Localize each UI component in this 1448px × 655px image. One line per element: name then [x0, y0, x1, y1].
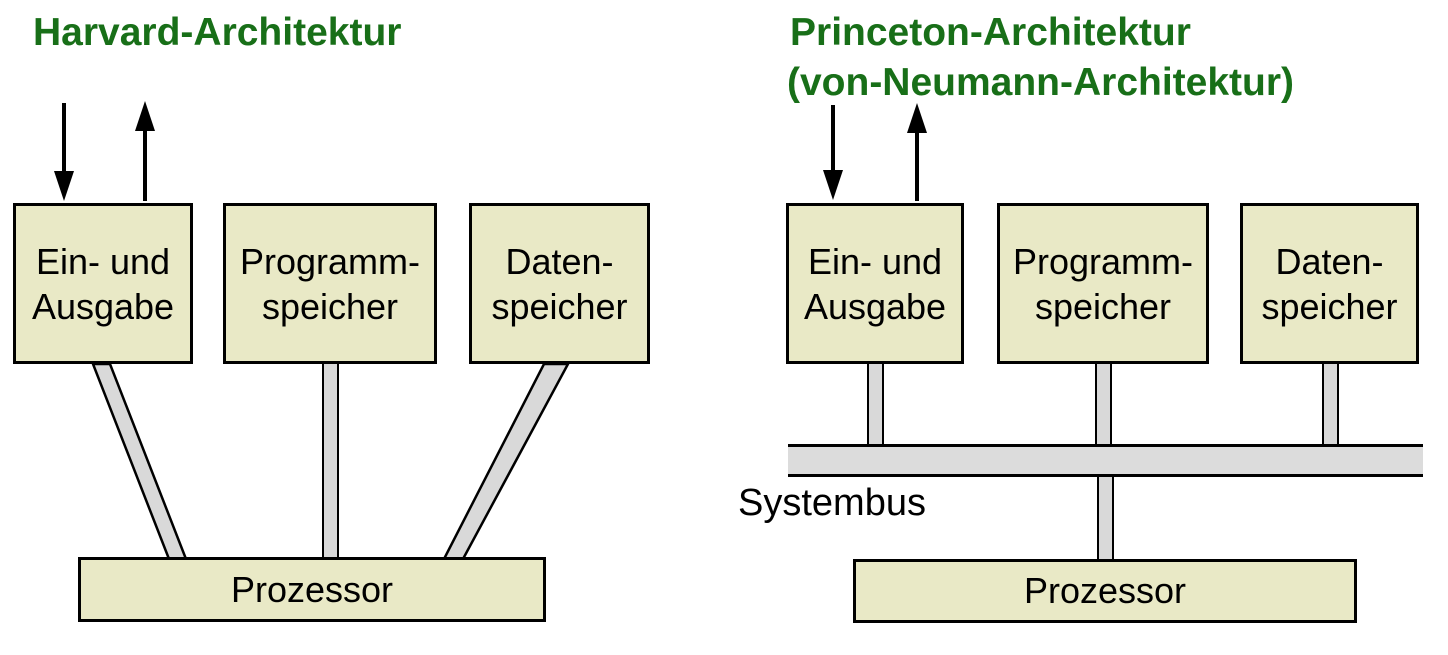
harvard-title: Harvard-Architektur [33, 11, 402, 54]
data-memory-box-harvard: Daten- speicher [469, 203, 650, 364]
princeton-bus-processor-connector [1097, 474, 1114, 562]
systembus-label: Systembus [738, 482, 926, 524]
processor-box-princeton: Prozessor [853, 559, 1357, 623]
harvard-io-processor-connector [91, 362, 188, 561]
harvard-datamem-processor-connector [441, 362, 571, 561]
princeton-title-line1: Princeton-Architektur [790, 11, 1191, 54]
io-box-harvard: Ein- und Ausgabe [13, 203, 193, 364]
princeton-datamem-bus-connector [1322, 362, 1339, 447]
harvard-progmem-processor-connector [322, 362, 339, 560]
output-arrow-icon-right [907, 103, 927, 201]
data-memory-box-princeton: Daten- speicher [1240, 203, 1419, 364]
io-box-princeton: Ein- und Ausgabe [786, 203, 964, 364]
program-memory-box-princeton: Programm- speicher [997, 203, 1209, 364]
processor-box-harvard: Prozessor [78, 557, 546, 622]
systembus-bar [788, 444, 1423, 477]
input-arrow-icon-right [823, 105, 843, 200]
output-arrow-icon-left [135, 101, 155, 201]
princeton-title-line2: (von-Neumann-Architektur) [787, 61, 1295, 104]
input-arrow-icon-left [54, 103, 74, 201]
princeton-io-bus-connector [867, 362, 884, 447]
princeton-progmem-bus-connector [1095, 362, 1112, 447]
program-memory-box-harvard: Programm- speicher [223, 203, 437, 364]
